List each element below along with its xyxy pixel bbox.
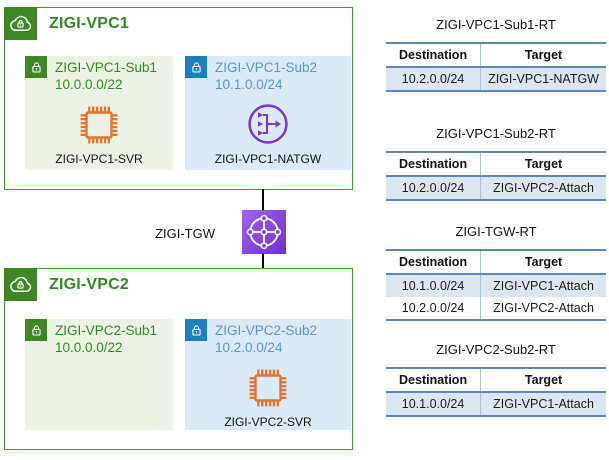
- vpc1-title: ZIGI-VPC1: [49, 15, 130, 32]
- server-chip-icon: [76, 102, 122, 148]
- table-row: 10.2.0.0/24 ZIGI-VPC1-NATGW: [386, 67, 606, 91]
- route-table-vpc1-sub1: ZIGI-VPC1-Sub1-RT Destination Target 10.…: [386, 17, 606, 92]
- route-table-tgw: ZIGI-TGW-RT Destination Target 10.1.0.0/…: [386, 224, 606, 321]
- route-target: ZIGI-VPC2-Attach: [480, 176, 606, 200]
- vpc1-subnet2: ZIGI-VPC1-Sub2 10.1.0.0/24 ZIGI-VPC1-NAT…: [185, 56, 351, 170]
- nat-gateway-icon: [246, 102, 290, 146]
- route-target: ZIGI-VPC2-Attach: [493, 301, 594, 315]
- transit-gateway-icon: [242, 210, 286, 254]
- route-table: Destination Target 10.1.0.0/24 ZIGI-VPC1…: [386, 249, 606, 321]
- subnet-name: ZIGI-VPC1-Sub1: [55, 60, 158, 75]
- vpc2-title: ZIGI-VPC2: [49, 276, 130, 293]
- tgw-label: ZIGI-TGW: [155, 226, 215, 241]
- route-table: Destination Target 10.2.0.0/24 ZIGI-VPC1…: [386, 42, 606, 92]
- subnet-cidr: 10.0.0.0/22: [55, 340, 123, 355]
- route-table-vpc1-sub2: ZIGI-VPC1-Sub2-RT Destination Target 10.…: [386, 126, 606, 201]
- column-header-destination: Destination: [386, 368, 482, 393]
- table-row: 10.1.0.0/24 ZIGI-VPC1-Attach: [386, 274, 606, 297]
- vpc2-subnet2: ZIGI-VPC2-Sub2 10.2.0.0/24 ZIGI-VPC2-SVR: [185, 319, 351, 430]
- route-table-title: ZIGI-VPC1-Sub2-RT: [436, 126, 556, 141]
- subnet-name: ZIGI-VPC2-Sub1: [55, 323, 158, 338]
- public-subnet-lock-icon: [185, 56, 207, 78]
- subnet-cidr: 10.2.0.0/24: [215, 340, 283, 355]
- subnet-cidr: 10.1.0.0/24: [215, 77, 283, 92]
- route-table: Destination Target 10.2.0.0/24 ZIGI-VPC2…: [386, 151, 606, 201]
- resource-label: ZIGI-VPC1-NATGW: [214, 152, 322, 166]
- private-subnet-lock-icon: [25, 56, 47, 78]
- column-header-target: Target: [480, 43, 606, 68]
- resource-label: ZIGI-VPC2-SVR: [224, 415, 312, 429]
- column-header-destination: Destination: [386, 43, 482, 68]
- column-header-target: Target: [480, 152, 606, 177]
- column-header-destination: Destination: [386, 152, 482, 177]
- route-table-title: ZIGI-VPC1-Sub1-RT: [436, 17, 556, 32]
- column-header-destination: Destination: [386, 250, 482, 275]
- subnet-cidr: 10.0.0.0/22: [55, 77, 123, 92]
- route-table: Destination Target 10.1.0.0/24 ZIGI-VPC1…: [386, 367, 606, 417]
- vpc2-subnet1: ZIGI-VPC2-Sub1 10.0.0.0/22: [25, 319, 173, 430]
- vpc1-container: ZIGI-VPC1 ZIGI-VPC1-Sub1 10.0.0.0/22: [3, 6, 353, 190]
- table-row: 10.2.0.0/24 ZIGI-VPC2-Attach: [386, 297, 606, 320]
- route-destination: 10.1.0.0/24: [386, 274, 482, 297]
- vpc1-subnet1: ZIGI-VPC1-Sub1 10.0.0.0/22 ZIGI-VPC1-SVR: [25, 56, 173, 170]
- resource-label: ZIGI-VPC1-SVR: [55, 152, 143, 166]
- route-target: ZIGI-VPC1-NATGW: [480, 67, 606, 91]
- column-header-target: Target: [480, 250, 606, 275]
- route-target: ZIGI-VPC1-Attach: [480, 274, 606, 297]
- route-destination: 10.1.0.0/24: [386, 392, 482, 416]
- subnet-name: ZIGI-VPC1-Sub2: [215, 60, 318, 75]
- server-chip-icon: [245, 365, 291, 411]
- private-subnet-lock-icon: [25, 319, 47, 341]
- vpc-cloud-icon: [3, 6, 37, 40]
- column-header-target: Target: [480, 368, 606, 393]
- subnet-name: ZIGI-VPC2-Sub2: [215, 323, 318, 338]
- vpc-cloud-icon: [3, 267, 37, 301]
- route-destination: 10.2.0.0/24: [386, 67, 482, 91]
- table-row: 10.2.0.0/24 ZIGI-VPC2-Attach: [386, 176, 606, 200]
- vpc2-container: ZIGI-VPC2 ZIGI-VPC2-Sub1 10.0.0.0/22: [3, 267, 353, 450]
- route-target: ZIGI-VPC1-Attach: [480, 392, 606, 416]
- route-destination: 10.2.0.0/24: [386, 297, 482, 320]
- table-row: 10.1.0.0/24 ZIGI-VPC1-Attach: [386, 392, 606, 416]
- route-table-vpc2-sub2: ZIGI-VPC2-Sub2-RT Destination Target 10.…: [386, 342, 606, 417]
- route-table-title: ZIGI-TGW-RT: [455, 224, 537, 239]
- route-table-title: ZIGI-VPC2-Sub2-RT: [436, 342, 556, 357]
- route-destination: 10.2.0.0/24: [386, 176, 482, 200]
- public-subnet-lock-icon: [185, 319, 207, 341]
